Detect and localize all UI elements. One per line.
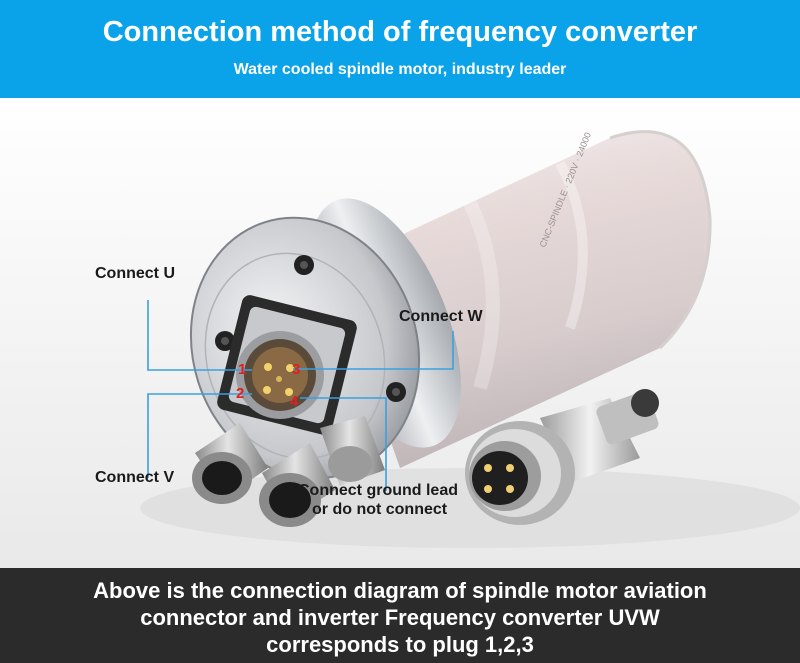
header-subtitle: Water cooled spindle motor, industry lea… [233, 61, 567, 78]
cable-gland-middle [320, 416, 385, 486]
cable-gland-right [259, 443, 335, 527]
label-ground-line2: or do not connect [312, 501, 448, 518]
pin-label-4: 4 [290, 393, 299, 410]
cable-gland-left [192, 423, 268, 504]
pin-label-2: 2 [236, 385, 245, 402]
footer-line-3: corresponds to plug 1,2,3 [266, 632, 534, 657]
footer-line-1: Above is the connection diagram of spind… [93, 578, 707, 603]
pin-label-3: 3 [292, 361, 301, 378]
footer-line-2: connector and inverter Frequency convert… [140, 605, 660, 630]
footer-banner: Above is the connection diagram of spind… [0, 568, 800, 663]
label-connect-u: Connect U [95, 265, 175, 282]
label-connect-v: Connect V [95, 469, 175, 486]
aviation-plug [465, 389, 659, 525]
header-title: Connection method of frequency converter [102, 16, 698, 48]
aviation-socket [217, 295, 357, 435]
pin-label-1: 1 [238, 361, 247, 378]
label-ground-line1: Connect ground lead [298, 482, 458, 499]
socket-pins [263, 363, 294, 396]
leader-lines [147, 300, 454, 491]
spindle-motor-photo: CNC-SPINDLE · 220V · 24000 [0, 98, 800, 568]
header-banner: Connection method of frequency converter… [0, 0, 800, 98]
label-connect-w: Connect W [399, 308, 483, 325]
